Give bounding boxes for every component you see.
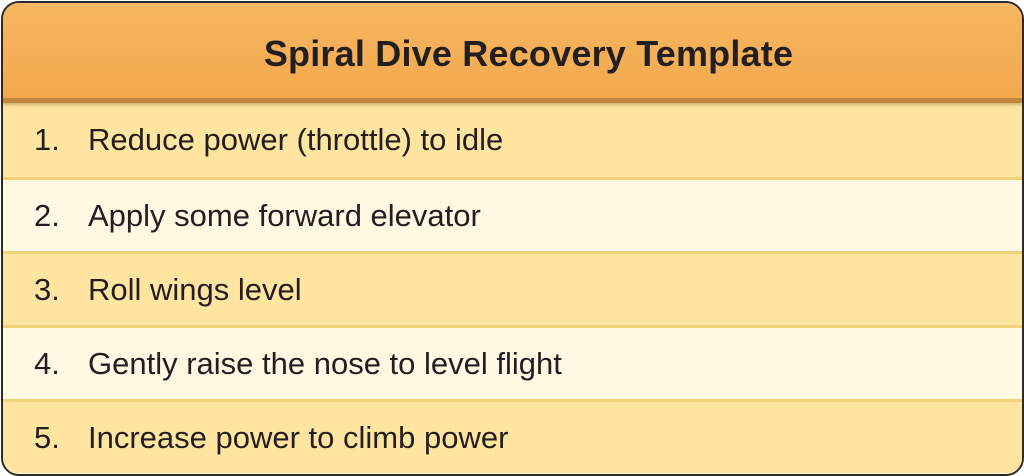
card-title: Spiral Dive Recovery Template (263, 32, 794, 74)
step-number: 2. (34, 197, 60, 233)
step-row-4: 4. Gently raise the nose to level flight (3, 325, 1022, 399)
card-header: Spiral Dive Recovery Template (3, 3, 1022, 103)
step-row-2: 2. Apply some forward elevator (3, 177, 1022, 251)
step-row-3: 3. Roll wings level (3, 251, 1022, 325)
steps-list: 1. Reduce power (throttle) to idle 2. Ap… (3, 103, 1022, 473)
step-text: Increase power to climb power (88, 419, 509, 455)
step-text: Roll wings level (88, 271, 302, 307)
step-text: Apply some forward elevator (88, 197, 481, 233)
step-number: 3. (34, 271, 60, 307)
step-row-1: 1. Reduce power (throttle) to idle (3, 103, 1022, 177)
step-number: 5. (34, 419, 60, 455)
step-row-5: 5. Increase power to climb power (3, 399, 1022, 473)
step-number: 4. (34, 345, 60, 381)
step-number: 1. (34, 122, 60, 157)
step-text: Gently raise the nose to level flight (88, 345, 562, 381)
step-text: Reduce power (throttle) to idle (88, 122, 504, 157)
